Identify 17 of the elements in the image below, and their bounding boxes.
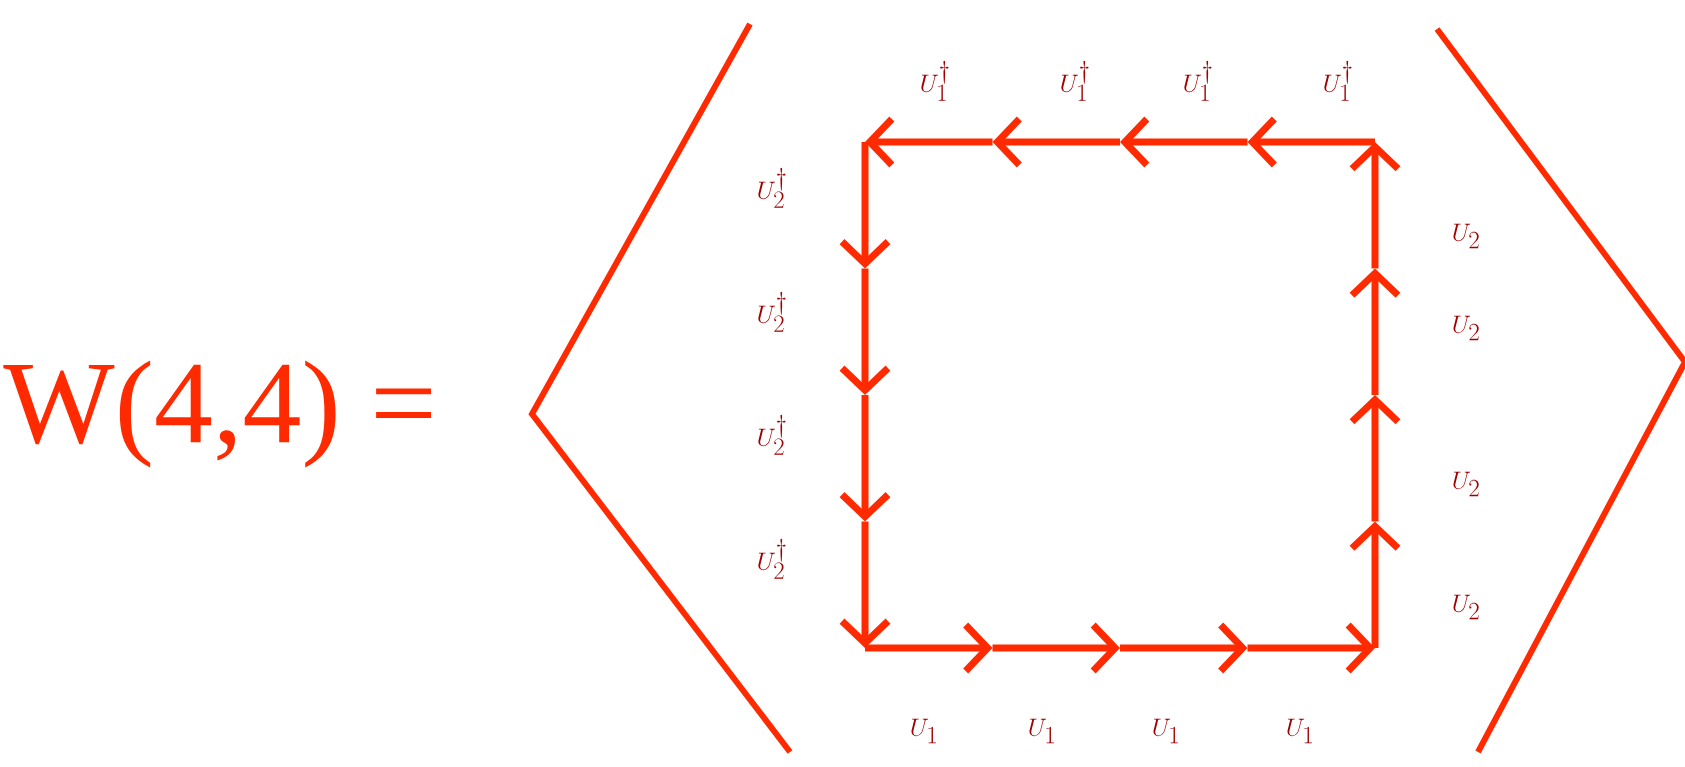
equation-label: W(4,4) = (3, 360, 431, 468)
link-label: $U_1^\dagger$ (1324, 60, 1352, 101)
link-label: $U_2$ (1453, 594, 1479, 620)
link-label: $U_2^\dagger$ (758, 414, 786, 455)
link-label: $U_1$ (911, 718, 936, 744)
link-label: $U_1$ (1153, 718, 1178, 744)
link-label: $U_2$ (1453, 223, 1479, 249)
link-label: $U_2^\dagger$ (758, 167, 786, 208)
link-label: $U_1$ (1029, 718, 1054, 744)
link-label: $U_1^\dagger$ (1061, 60, 1089, 101)
link-label: $U_2$ (1453, 315, 1479, 341)
link-label: $U_2$ (1453, 471, 1479, 497)
link-label: $U_1^\dagger$ (921, 60, 949, 101)
link-label: $U_1^\dagger$ (1184, 60, 1212, 101)
link-label: $U_1$ (1287, 718, 1312, 744)
link-label: $U_2^\dagger$ (758, 538, 786, 579)
link-label: $U_2^\dagger$ (758, 291, 786, 332)
